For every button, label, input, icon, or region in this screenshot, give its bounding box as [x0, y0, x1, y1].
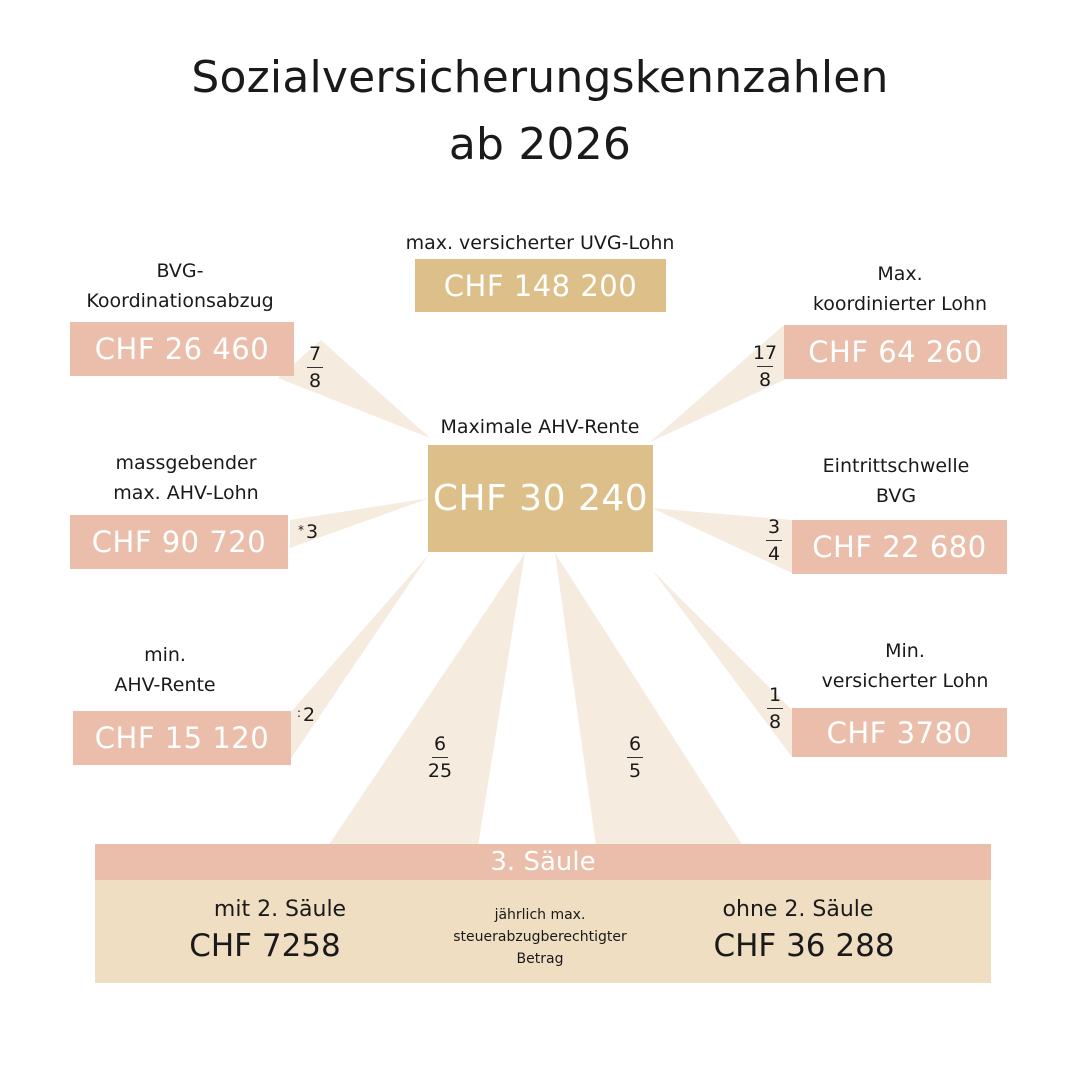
fraction-denominator: 8: [758, 369, 772, 391]
massgebender-lohn-label: massgebender max. AHV-Lohn: [113, 452, 259, 504]
fraction-bar: [307, 367, 323, 368]
eintrittsschwelle-box: CHF 22 680: [792, 520, 1007, 574]
min-ahv-rente-label: min. AHV-Rente: [114, 644, 216, 696]
saeule3-without-label: ohne 2. Säule: [722, 897, 874, 922]
fraction-bar: [757, 366, 773, 367]
massgebender-lohn-box: CHF 90 720: [70, 515, 288, 569]
page-title-line2: ab 2026: [448, 119, 632, 170]
fraction-bar: [766, 540, 782, 541]
fraction-1-8: 1 8: [760, 684, 790, 733]
fraction-bar: [432, 757, 448, 758]
min-versicherter-lohn-label: Min. versicherter Lohn: [821, 640, 989, 692]
fraction-6-5: 6 5: [620, 733, 650, 782]
fraction-denominator: 8: [308, 370, 322, 392]
bvg-koordinationsabzug-box: CHF 26 460: [70, 322, 294, 376]
center-label: Maximale AHV-Rente: [440, 416, 640, 438]
fraction-denominator: 8: [768, 711, 782, 733]
ray-min-ahv-rente: [290, 553, 430, 760]
eintrittsschwelle-label: Eintrittschwelle BVG: [822, 455, 970, 507]
saeule3-note: jährlich max. steuerabzugberechtigter Be…: [453, 907, 627, 967]
min-ahv-rente-box: CHF 15 120: [73, 711, 291, 765]
operator-divide-2: :2: [297, 704, 315, 726]
saeule3-without-value: CHF 36 288: [713, 928, 895, 964]
max-koordinierter-lohn-box: CHF 64 260: [784, 325, 1007, 379]
ray-massgebender-lohn: [290, 498, 430, 548]
fraction-numerator: 3: [767, 516, 781, 538]
operator-symbol: :: [297, 706, 302, 720]
operator-times-3: *3: [298, 521, 318, 543]
fraction-6-25: 6 25: [425, 733, 455, 782]
ray-saeule3-left: [328, 553, 525, 846]
saeule3-with-label: mit 2. Säule: [213, 897, 347, 922]
fraction-numerator: 6: [433, 733, 447, 755]
uvg-value-box: CHF 148 200: [415, 259, 666, 312]
operator-symbol: *: [298, 523, 304, 537]
ray-eintrittsschwelle: [652, 508, 792, 573]
fraction-bar: [627, 757, 643, 758]
saeule3-header: 3. Säule: [95, 844, 991, 880]
fraction-bar: [767, 708, 783, 709]
fraction-17-8: 17 8: [750, 342, 780, 391]
center-value-box: CHF 30 240: [428, 445, 653, 552]
fraction-3-4: 3 4: [759, 516, 789, 565]
saeule3-with-value: CHF 7258: [189, 928, 341, 964]
ray-saeule3-right: [555, 553, 743, 846]
saeule3-body: [95, 880, 991, 983]
ray-bvg-koordinationsabzug: [278, 340, 430, 438]
fraction-7-8: 7 8: [300, 343, 330, 392]
uvg-label: max. versicherter UVG-Lohn: [405, 232, 675, 254]
fraction-denominator: 5: [628, 760, 642, 782]
operator-value: 3: [306, 521, 319, 543]
fraction-numerator: 1: [768, 684, 782, 706]
operator-value: 2: [303, 704, 316, 726]
fraction-denominator: 25: [427, 760, 453, 782]
max-koordinierter-lohn-label: Max. koordinierter Lohn: [812, 263, 988, 315]
fraction-numerator: 7: [308, 343, 322, 365]
fraction-denominator: 4: [767, 543, 781, 565]
ray-min-versicherter-lohn: [652, 570, 792, 757]
bvg-koordinationsabzug-label: BVG- Koordinationsabzug: [86, 260, 274, 312]
page-title-line1: Sozialversicherungskennzahlen: [191, 52, 889, 103]
ray-max-koordinierter-lohn: [650, 325, 784, 442]
min-versicherter-lohn-box: CHF 3780: [792, 708, 1007, 757]
fraction-numerator: 6: [628, 733, 642, 755]
fraction-numerator: 17: [752, 342, 778, 364]
